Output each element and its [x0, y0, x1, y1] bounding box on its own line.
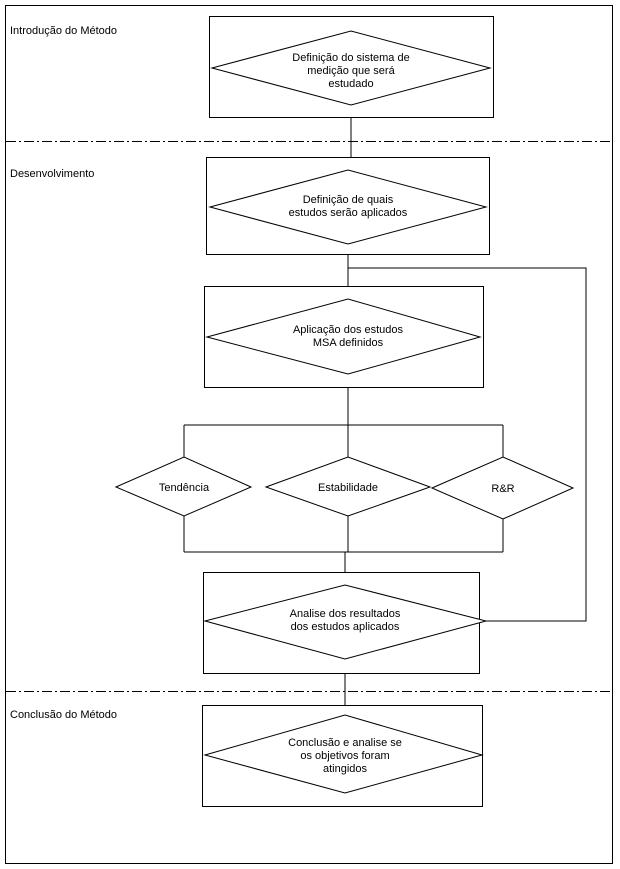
outer-frame — [5, 5, 613, 864]
decision-tendencia: Tendência — [114, 456, 253, 517]
step-aplicacao-line-1: Aplicação dos estudos — [293, 324, 404, 336]
decision-estabilidade-label: Estabilidade — [318, 482, 378, 494]
step-analise-resultados: Analise dos resultados dos estudos aplic… — [203, 572, 488, 674]
step-aplicacao-line-2: MSA definidos — [313, 337, 384, 349]
connectors — [183, 118, 587, 705]
decision-estabilidade: Estabilidade — [264, 456, 432, 517]
step-definicao-sistema-line-2: medição que será — [307, 65, 395, 77]
decision-tendencia-label: Tendência — [159, 482, 210, 494]
step-definicao-estudos: Definição de quais estudos serão aplicad… — [206, 157, 490, 255]
step-conclusao-line-2: os objetivos foram — [300, 750, 389, 762]
section-label-introducao: Introdução do Método — [10, 25, 117, 37]
step-analise-line-1: Analise dos resultados — [290, 608, 401, 620]
step-analise-line-2: dos estudos aplicados — [291, 621, 400, 633]
decision-rr: R&R — [430, 456, 575, 520]
step-conclusao: Conclusão e analise se os objetivos fora… — [202, 705, 484, 807]
step-conclusao-line-1: Conclusão e analise se — [288, 737, 402, 749]
step-definicao-estudos-line-1: Definição de quais — [303, 194, 394, 206]
decision-rr-label: R&R — [491, 483, 514, 495]
section-label-conclusao: Conclusão do Método — [10, 709, 117, 721]
step-definicao-sistema-line-1: Definição do sistema de — [292, 52, 409, 64]
step-conclusao-line-3: atingidos — [323, 763, 368, 775]
step-definicao-sistema: Definição do sistema de medição que será… — [209, 16, 494, 118]
step-definicao-sistema-line-3: estudado — [328, 78, 373, 90]
step-aplicacao-estudos: Aplicação dos estudos MSA definidos — [204, 286, 484, 388]
section-label-desenvolvimento: Desenvolvimento — [10, 168, 94, 180]
step-definicao-estudos-line-2: estudos serão aplicados — [289, 207, 408, 219]
